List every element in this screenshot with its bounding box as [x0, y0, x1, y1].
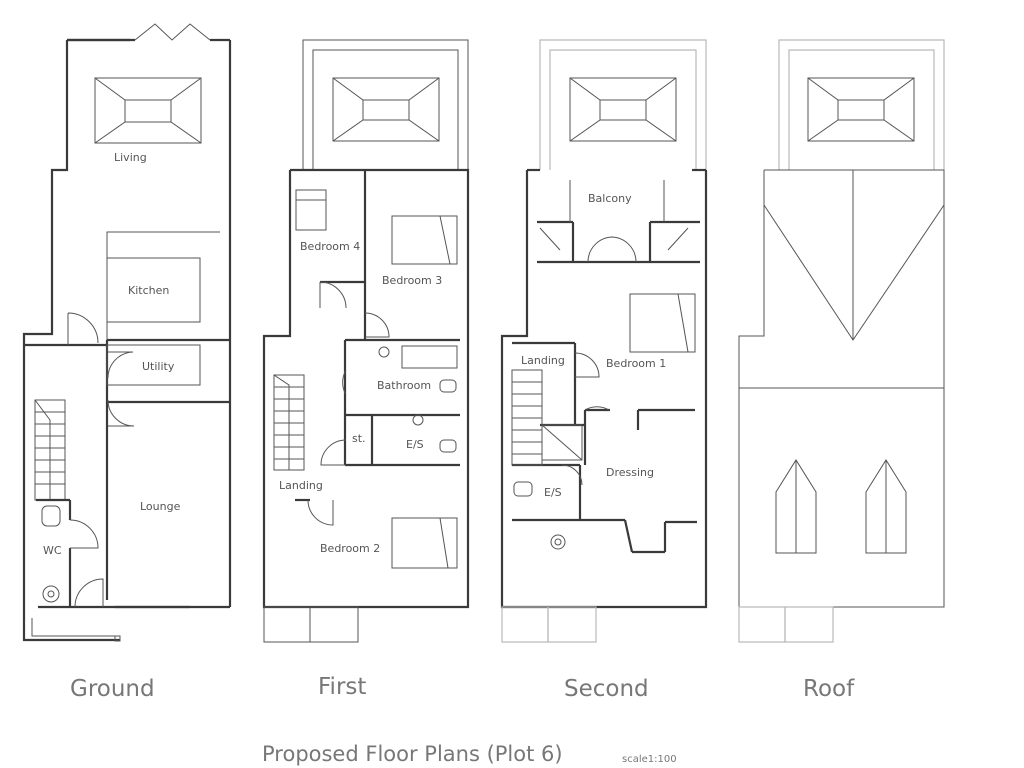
bed-bedroom-3: [391, 215, 458, 265]
room-label-living: Living: [114, 151, 147, 164]
second-floor-plan: Balcony Landing Bedroom 1 Dressing E/S S…: [500, 39, 708, 702]
ground-bifold-door: [134, 23, 211, 41]
room-label-kitchen: Kitchen: [128, 284, 169, 297]
ground-outer-wall: [22, 40, 120, 642]
room-label-bedroom-1: Bedroom 1: [606, 357, 666, 370]
floor-label-second: Second: [564, 676, 649, 702]
floor-label-first: First: [318, 674, 366, 700]
second-outer-wall: [500, 170, 708, 609]
drawing-title: Proposed Floor Plans (Plot 6): [262, 742, 563, 766]
roof-plan: Roof: [738, 39, 945, 702]
room-label-landing: Landing: [279, 479, 323, 492]
second-roof-lantern: [569, 77, 677, 142]
room-label-ensuite: E/S: [406, 438, 424, 451]
floor-label-roof: Roof: [803, 676, 855, 702]
room-label-ensuite-second: E/S: [544, 486, 562, 499]
room-label-balcony: Balcony: [588, 192, 632, 205]
room-label-wc: WC: [43, 544, 62, 557]
ground-roof-lantern: [94, 77, 202, 144]
floor-label-ground: Ground: [70, 676, 155, 702]
room-label-store: st.: [352, 432, 366, 445]
room-label-bedroom-2: Bedroom 2: [320, 542, 380, 555]
first-floor-plan: Bedroom 4 Bedroom 3 Bathroom st. E/S Lan…: [262, 39, 470, 700]
bed-bedroom-1: [629, 293, 696, 353]
roof-dormer-right: [865, 459, 907, 554]
first-stairs: [273, 374, 305, 471]
room-label-bedroom-3: Bedroom 3: [382, 274, 442, 287]
first-roof-lantern: [332, 77, 440, 142]
drawing-scale: scale1:100: [622, 754, 677, 765]
kitchen-units: [106, 231, 220, 340]
room-label-dressing: Dressing: [606, 466, 654, 479]
roof-dormer-left: [775, 459, 817, 554]
room-label-bathroom: Bathroom: [377, 379, 431, 392]
room-label-lounge: Lounge: [140, 500, 181, 513]
bed-bedroom-2: [391, 517, 458, 569]
second-stairs: [511, 369, 543, 466]
bath-tub: [401, 345, 458, 369]
room-label-landing-second: Landing: [521, 354, 565, 367]
roof-lantern: [807, 77, 915, 142]
ground-stairs: [34, 399, 66, 501]
room-label-bedroom-4: Bedroom 4: [300, 240, 360, 253]
ground-floor-plan: Living Kitchen Utility Lounge WC Ground: [22, 23, 232, 702]
room-label-utility: Utility: [142, 360, 175, 373]
